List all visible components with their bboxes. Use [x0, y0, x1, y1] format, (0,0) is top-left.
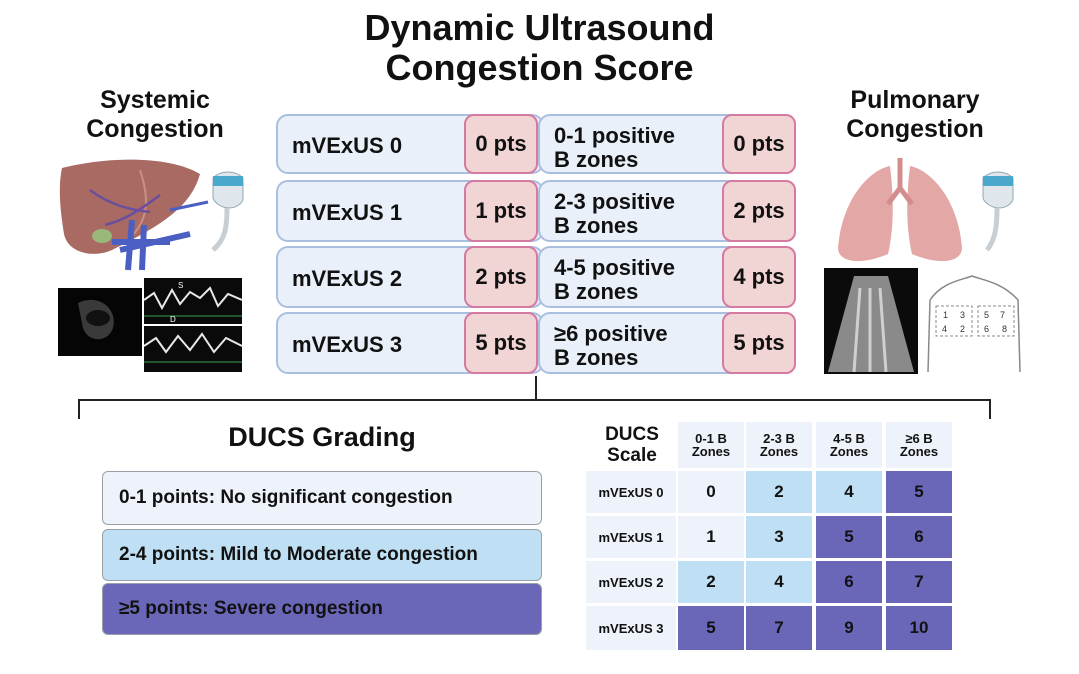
chest-zone-6: 6 — [984, 324, 989, 334]
doppler-d-label: D — [170, 315, 176, 324]
pulmonary-title-line-2: Congestion — [846, 115, 984, 143]
grade-none: 0-1 points: No significant congestion — [102, 471, 542, 525]
scale-title-line-2: Scale — [607, 445, 657, 466]
bzone-row-label: 0-1 positive B zones — [554, 124, 675, 172]
table-row-label: mVExUS 0 — [586, 471, 676, 513]
table-cell: 4 — [816, 471, 882, 513]
bzone-row-label: 2-3 positive B zones — [554, 190, 675, 238]
bzone-label-line-2: B zones — [554, 213, 639, 238]
bzone-row-label: ≥6 positive B zones — [554, 322, 668, 370]
page-title: Dynamic Ultrasound Congestion Score — [0, 8, 1079, 88]
column-header-line-2: Zones — [829, 444, 869, 459]
bzone-row-label: 4-5 positive B zones — [554, 256, 675, 304]
lung-ultrasound-image — [824, 268, 918, 374]
grading-title: DUCS Grading — [228, 422, 416, 452]
column-header-line-1: 2-3 B — [763, 431, 795, 446]
pulmonary-title-line-1: Pulmonary — [850, 86, 980, 114]
chest-zone-8: 8 — [1002, 324, 1007, 334]
points-badge: 5 pts — [722, 312, 796, 374]
points-badge: 2 pts — [722, 180, 796, 242]
lungs-illustration — [838, 158, 962, 262]
column-header-line-2: Zones — [899, 444, 939, 459]
chest-zone-7: 7 — [1000, 310, 1005, 320]
bzone-label-line-1: 0-1 positive — [554, 123, 676, 148]
points-badge: 0 pts — [464, 114, 538, 174]
table-cell: 7 — [746, 606, 812, 650]
bracket-left-end — [78, 399, 80, 419]
table-cell: 9 — [816, 606, 882, 650]
chest-zone-1: 1 — [943, 310, 948, 320]
table-cell: 6 — [816, 561, 882, 603]
table-row-label: mVExUS 2 — [586, 561, 676, 603]
bracket-right-end — [989, 399, 991, 419]
systemic-title-line-1: Systemic — [100, 86, 210, 114]
chest-zone-4: 4 — [942, 324, 947, 334]
title-line-1: Dynamic Ultrasound — [364, 7, 715, 48]
table-cell: 3 — [746, 516, 812, 558]
systemic-title-line-2: Congestion — [86, 115, 224, 143]
table-cell: 2 — [746, 471, 812, 513]
points-badge: 0 pts — [722, 114, 796, 174]
column-header: 2-3 B Zones — [746, 422, 812, 468]
hepatic-ultrasound-image — [58, 288, 142, 356]
column-header-line-1: 0-1 B — [695, 431, 727, 446]
table-cell: 5 — [886, 471, 952, 513]
table-cell: 10 — [886, 606, 952, 650]
table-cell: 6 — [886, 516, 952, 558]
bzone-label-line-1: 4-5 positive — [554, 255, 676, 280]
bzone-row: ≥6 positive B zones — [538, 312, 796, 374]
bzone-label-line-2: B zones — [554, 147, 639, 172]
table-cell: 0 — [678, 471, 744, 513]
pulmonary-congestion-title: Pulmonary Congestion — [820, 86, 1010, 144]
chest-zone-2: 2 — [960, 324, 965, 334]
mvexus-row-label: mVExUS 1 — [292, 200, 403, 225]
bracket-stem — [535, 376, 537, 400]
scale-title-line-1: DUCS — [605, 424, 659, 445]
column-header-line-2: Zones — [759, 444, 799, 459]
doppler-waveform-2 — [144, 326, 242, 372]
column-header: 0-1 B Zones — [678, 422, 744, 468]
points-badge: 4 pts — [722, 246, 796, 308]
doppler-s-label: S — [178, 281, 183, 290]
bzone-label-line-2: B zones — [554, 345, 639, 370]
table-cell: 2 — [678, 561, 744, 603]
column-header-line-2: Zones — [691, 444, 731, 459]
table-row-label: mVExUS 1 — [586, 516, 676, 558]
lung-ultrasound-probe-icon — [982, 171, 1014, 252]
grade-severe: ≥5 points: Severe congestion — [102, 583, 542, 635]
table-cell: 4 — [746, 561, 812, 603]
doppler-waveform-s: S D — [144, 278, 242, 324]
table-row-label: mVExUS 3 — [586, 606, 676, 650]
mvexus-row-label: mVExUS 3 — [292, 332, 403, 357]
mvexus-row-label: mVExUS 2 — [292, 266, 403, 291]
column-header-line-1: 4-5 B — [833, 431, 865, 446]
column-header: ≥6 B Zones — [886, 422, 952, 468]
bzone-label-line-2: B zones — [554, 279, 639, 304]
grade-mild-moderate: 2-4 points: Mild to Moderate congestion — [102, 529, 542, 581]
column-header-line-1: ≥6 B — [905, 431, 933, 446]
bracket-bar — [78, 399, 991, 401]
column-header: 4-5 B Zones — [816, 422, 882, 468]
title-line-2: Congestion Score — [385, 47, 694, 88]
chest-zone-3: 3 — [960, 310, 965, 320]
table-cell: 5 — [678, 606, 744, 650]
bzone-label-line-1: ≥6 positive — [554, 321, 668, 346]
chest-zone-diagram: 1 3 4 2 5 7 6 8 — [927, 275, 1021, 373]
systemic-congestion-title: Systemic Congestion — [60, 86, 250, 144]
ultrasound-probe-icon — [211, 171, 244, 252]
bzone-label-line-1: 2-3 positive — [554, 189, 676, 214]
table-cell: 5 — [816, 516, 882, 558]
points-badge: 5 pts — [464, 312, 538, 374]
table-cell: 1 — [678, 516, 744, 558]
chest-zone-5: 5 — [984, 310, 989, 320]
points-badge: 1 pts — [464, 180, 538, 242]
scale-title: DUCS Scale — [588, 424, 676, 466]
liver-illustration — [59, 159, 209, 271]
points-badge: 2 pts — [464, 246, 538, 308]
table-cell: 7 — [886, 561, 952, 603]
mvexus-row-label: mVExUS 0 — [292, 133, 403, 158]
